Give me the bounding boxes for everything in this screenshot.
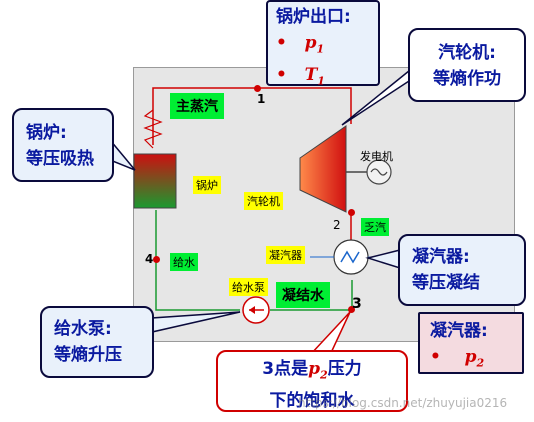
condensate-tag: 凝结水 xyxy=(276,282,330,308)
feed-water-tag: 给水 xyxy=(170,253,198,271)
point3-callout-tail xyxy=(308,311,351,356)
condenser-p2-item: • p2 xyxy=(430,347,485,370)
condenser-callout-tail xyxy=(365,249,401,270)
boiler-tag: 锅炉 xyxy=(193,176,221,194)
feed-pump-callout-line2: 等熵升压 xyxy=(54,345,122,365)
boiler-outlet-item-t1: • T1 xyxy=(276,65,325,88)
condenser-p2-box: 凝汽器: • p2 xyxy=(418,312,524,374)
condenser-callout-line1: 凝汽器: xyxy=(412,247,470,267)
point-2-label: 2 xyxy=(333,218,341,232)
condenser-tag: 凝汽器 xyxy=(266,246,305,264)
main-steam-tag: 主蒸汽 xyxy=(170,93,224,119)
feed-pump-callout: 给水泵: 等熵升压 xyxy=(40,306,154,378)
turbine-shape xyxy=(299,125,347,213)
boiler-callout-line2: 等压吸热 xyxy=(26,149,94,169)
point-3-label: 3 xyxy=(352,296,362,312)
turbine-callout-line2: 等熵作功 xyxy=(433,69,501,89)
exhaust-steam-tag: 乏汽 xyxy=(361,218,389,236)
generator-tag: 发电机 xyxy=(360,150,393,163)
boiler-coil xyxy=(143,109,163,149)
point-4-label: 4 xyxy=(145,252,154,266)
boiler-callout-line1: 锅炉: xyxy=(26,123,67,143)
condenser-callout-line2: 等压凝结 xyxy=(412,273,480,293)
turbine-callout-line1: 汽轮机: xyxy=(438,43,496,63)
boiler-outlet-item-p1: • p1 xyxy=(276,33,325,56)
turbine-tag: 汽轮机 xyxy=(244,192,283,210)
point-1-label: 1 xyxy=(257,92,266,106)
boiler-outlet-title: 锅炉出口: xyxy=(276,7,351,27)
main-steam-pipe xyxy=(152,87,352,145)
boiler-outlet-callout: 锅炉出口: • p1 • T1 xyxy=(266,0,380,88)
point3-callout: 3点是p2压力 下的饱和水 xyxy=(216,350,408,412)
condenser-callout: 凝汽器: 等压凝结 xyxy=(398,234,526,306)
point-3-marker xyxy=(348,306,355,313)
feed-pump-tag: 给水泵 xyxy=(229,278,268,296)
point-1-marker xyxy=(254,85,261,92)
condenser-circle xyxy=(333,239,369,275)
boiler-block xyxy=(133,153,177,209)
condenser-p2-title: 凝汽器: xyxy=(430,321,488,341)
pump-callout-tail xyxy=(151,311,241,333)
condenser-coil xyxy=(340,250,360,264)
point3-callout-line1: 3点是p2压力 xyxy=(262,359,362,382)
point-4-marker xyxy=(153,256,160,263)
generator-wave xyxy=(370,168,388,176)
point3-callout-line2: 下的饱和水 xyxy=(269,391,355,412)
point-2-marker xyxy=(348,209,355,216)
feed-water-pipe xyxy=(155,210,240,311)
feed-pump-callout-line1: 给水泵: xyxy=(54,319,112,339)
boiler-callout: 锅炉: 等压吸热 xyxy=(12,108,114,182)
turbine-callout: 汽轮机: 等熵作功 xyxy=(408,28,526,102)
watermark-text: https://blog.csdn.net/zhuyujia0216 xyxy=(298,396,508,410)
